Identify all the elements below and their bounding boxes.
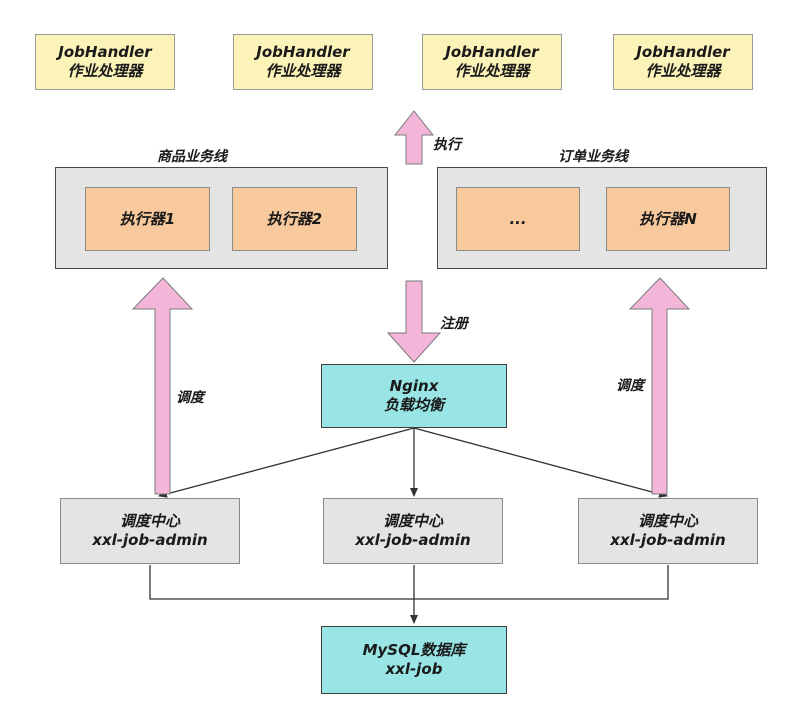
nginx-load-balancer: Nginx 负载均衡 [321,364,507,428]
nginx-subtitle: 负载均衡 [383,396,444,414]
register-arrow [386,280,442,363]
job-handler-title: JobHandler [58,43,152,62]
goods-group-title: 商品业务线 [157,149,227,165]
job-handler-title: JobHandler [256,43,350,62]
executor-label: 执行器2 [266,209,323,228]
mysql-database: MySQL数据库 xxl-job [321,626,507,694]
dispatch-label-left: 调度 [176,390,204,406]
order-group-title: 订单业务线 [558,149,628,165]
executor-label: ... [509,209,527,228]
admin-center-left: 调度中心 xxl-job-admin [60,498,240,564]
admin-subtitle: xxl-job-admin [610,531,726,549]
nginx-to-admin-right-line [413,427,668,498]
job-handler-3: JobHandler 作业处理器 [422,34,562,90]
admin-title: 调度中心 [119,512,180,531]
job-handler-title: JobHandler [636,43,730,62]
admin-subtitle: xxl-job-admin [355,531,471,549]
executor-box: 执行器2 [232,187,357,251]
job-handler-subtitle: 作业处理器 [454,62,530,80]
job-handler-2: JobHandler 作业处理器 [233,34,373,90]
admin-center-middle: 调度中心 xxl-job-admin [323,498,503,564]
executor-label: 执行器N [639,209,697,228]
admin-subtitle: xxl-job-admin [92,531,208,549]
executor-box: 执行器N [606,187,730,251]
admin-center-right: 调度中心 xxl-job-admin [578,498,758,564]
executor-box: ... [456,187,580,251]
job-handler-subtitle: 作业处理器 [645,62,721,80]
admin-title: 调度中心 [637,512,698,531]
job-handler-1: JobHandler 作业处理器 [35,34,175,90]
job-handler-4: JobHandler 作业处理器 [613,34,753,90]
execute-arrow [393,110,435,165]
executor-label: 执行器1 [119,209,176,228]
job-handler-subtitle: 作业处理器 [67,62,143,80]
nginx-to-admin-left-line [158,427,415,498]
job-handler-subtitle: 作业处理器 [265,62,341,80]
admins-bus-line [149,565,669,600]
execute-label: 执行 [433,137,461,153]
dispatch-arrow-left [131,277,194,495]
dispatch-label-right: 调度 [616,378,644,394]
admin-title: 调度中心 [382,512,443,531]
register-label: 注册 [440,316,468,332]
executor-box: 执行器1 [85,187,210,251]
dispatch-arrow-right [628,277,691,495]
job-handler-title: JobHandler [445,43,539,62]
db-title: MySQL数据库 [362,641,466,660]
nginx-title: Nginx [389,377,439,396]
db-subtitle: xxl-job [385,660,443,678]
